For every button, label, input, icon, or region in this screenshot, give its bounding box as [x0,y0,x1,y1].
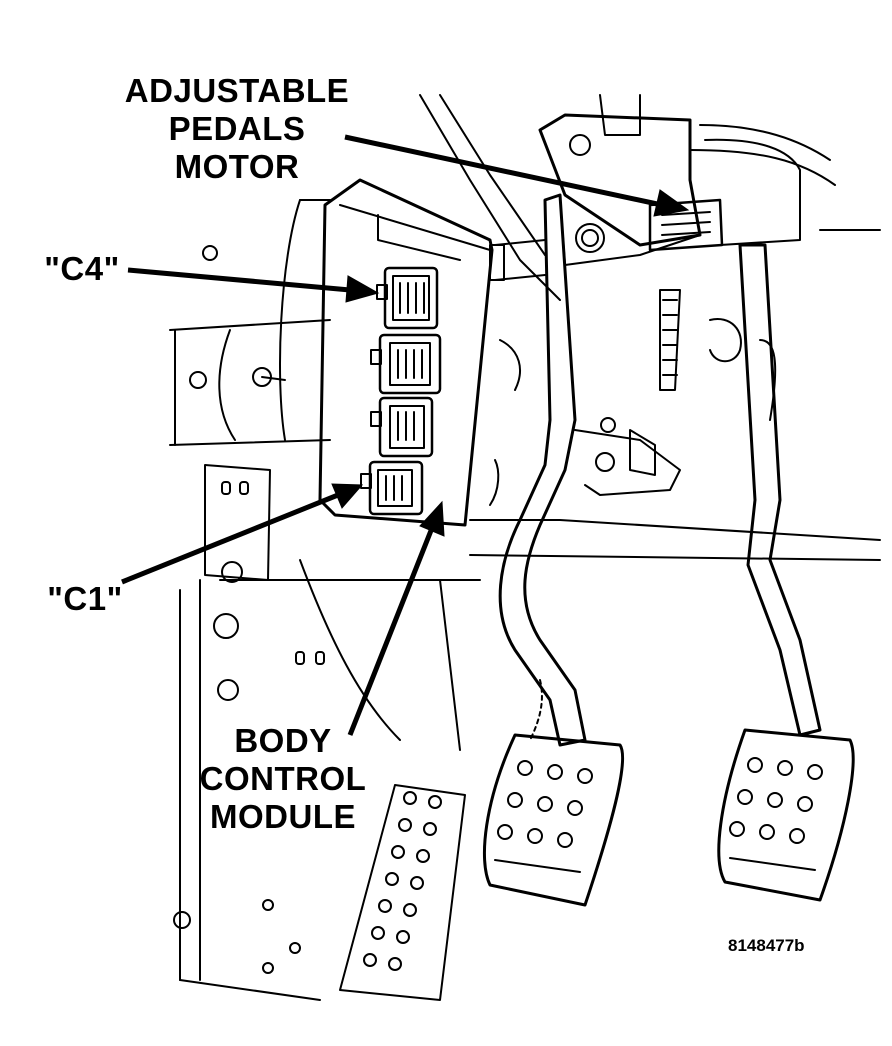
label-body-control-module-line-2: CONTROL [199,760,367,797]
label-adjustable-pedals-motor-line-2: PEDALS [168,110,306,147]
figure-id: 8148477b [728,936,805,955]
brake-pedal-pad [482,733,625,907]
label-body-control-module-line-3: MODULE [210,798,356,835]
arrow-body-control-module [347,500,445,736]
accelerator-pedal-arm [738,243,822,737]
wire-harness [489,339,543,741]
label-body-control-module: BODY CONTROL MODULE [190,722,376,836]
brake-pedal-arm [498,193,742,747]
body-control-module [318,178,494,527]
accelerator-pedal-pad [717,728,855,902]
arrow-adjustable-pedals-motor [344,134,690,217]
label-c4: "C4" [34,250,130,288]
leader-arrows [121,134,690,736]
label-c1-text: "C1" [47,580,123,617]
dash-structure [169,94,881,1001]
label-adjustable-pedals-motor-line-3: MOTOR [174,148,300,185]
arrow-c4 [127,267,380,303]
label-adjustable-pedals-motor: ADJUSTABLE PEDALS MOTOR [108,72,366,186]
footrest [262,784,466,1001]
left-bracket [173,245,325,929]
pedal-mount-bracket [489,113,801,281]
arrow-c1 [121,483,364,585]
label-adjustable-pedals-motor-line-1: ADJUSTABLE [124,72,350,109]
label-c4-text: "C4" [44,250,120,287]
label-c1: "C1" [40,580,130,618]
label-body-control-module-line-1: BODY [234,722,332,759]
